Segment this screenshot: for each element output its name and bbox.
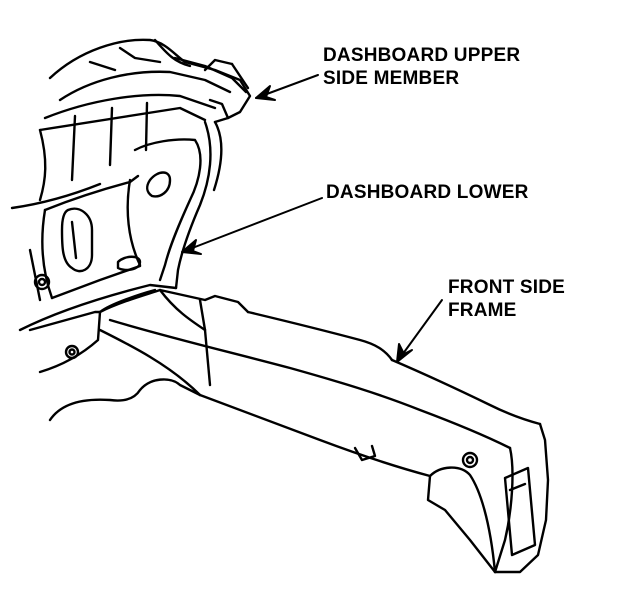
arrowhead-upper — [255, 85, 276, 101]
firewall-ribs — [10, 101, 207, 210]
leader-lines — [181, 74, 443, 363]
oval-slot — [60, 207, 94, 273]
dashboard-lower-part — [18, 120, 223, 332]
label-line: DASHBOARD LOWER — [326, 182, 529, 203]
label-line: FRAME — [448, 300, 517, 321]
label-dashboard-lower: DASHBOARD LOWER — [326, 181, 529, 204]
floor-panel — [28, 288, 202, 422]
label-dashboard-upper-side-member: DASHBOARD UPPER SIDE MEMBER — [323, 44, 520, 90]
label-front-side-frame: FRONT SIDE FRAME — [448, 276, 565, 322]
frame-bolt-hole — [461, 451, 479, 469]
label-line: SIDE MEMBER — [323, 68, 460, 89]
dashboard-upper-side-member-part — [43, 38, 252, 124]
small-oval-hole — [146, 171, 172, 198]
leader-frame — [396, 299, 443, 363]
leader-lower — [181, 197, 323, 253]
label-line: FRONT SIDE — [448, 277, 566, 298]
arrowhead-lower — [181, 239, 202, 255]
front-side-frame-part — [98, 288, 550, 574]
label-line: DASHBOARD UPPER — [323, 45, 521, 66]
arrowhead-frame — [396, 343, 413, 363]
bolt-hole — [33, 273, 51, 291]
